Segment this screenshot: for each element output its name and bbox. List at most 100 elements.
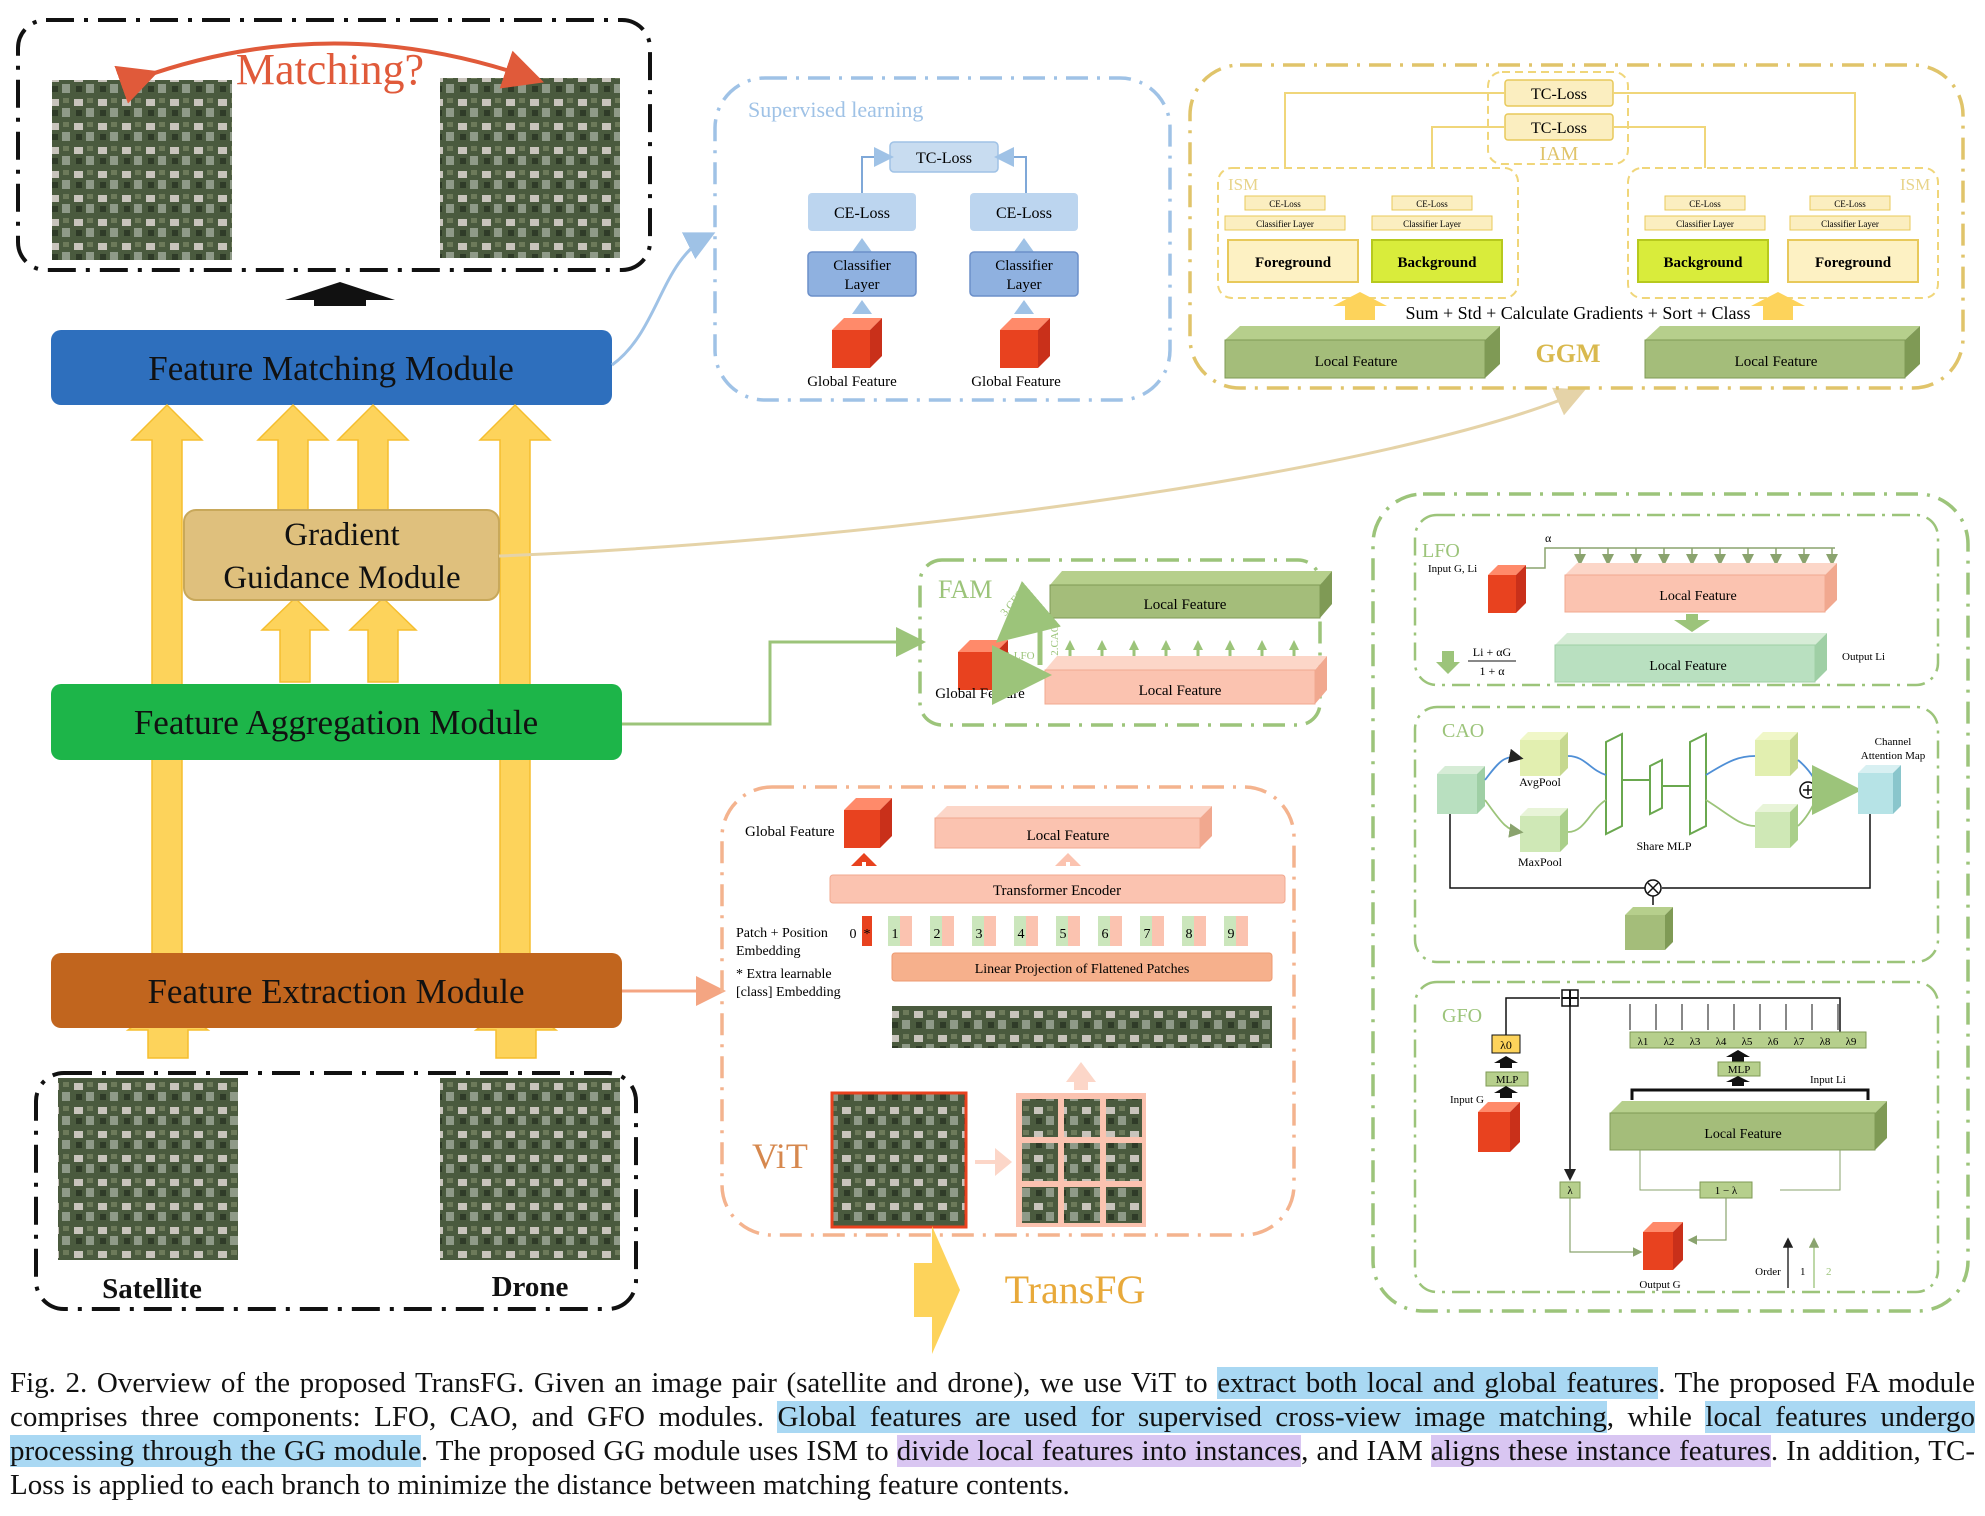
svg-text:4: 4	[1018, 927, 1025, 942]
feature-aggregation-module-label: Feature Aggregation Module	[134, 703, 538, 742]
svg-text:7: 7	[1144, 927, 1151, 942]
one-minus-lambda: 1 − λ	[1715, 1185, 1738, 1197]
caption-highlight-4: divide local features into instances	[896, 1435, 1302, 1467]
classifier-left-2: Layer	[845, 277, 880, 293]
caption-part-1: Fig. 2. Overview of the proposed TransFG…	[10, 1367, 1218, 1399]
classifier-right-1: Classifier	[995, 258, 1053, 274]
global-feature-cube-left	[832, 318, 882, 368]
figure-caption: Fig. 2. Overview of the proposed TransFG…	[10, 1366, 1975, 1502]
cao-label: CAO	[1442, 720, 1484, 742]
vit-global-feature-label: Global Feature	[745, 824, 835, 840]
caption-part-4: . The proposed GG module uses ISM to	[420, 1435, 897, 1467]
svg-text:5: 5	[1060, 927, 1067, 942]
ggm-operation-label: Sum + Std + Calculate Gradients + Sort +…	[1405, 303, 1750, 323]
lfo-local-feature-bottom	[1554, 633, 1827, 683]
channel-label-1: Channel	[1875, 736, 1912, 748]
fam-label: FAM	[938, 575, 992, 604]
ce-loss-right: CE-Loss	[996, 205, 1052, 222]
ggm-tc-loss-bottom: TC-Loss	[1531, 120, 1587, 137]
fam-step-lfo: 1.LFO	[1005, 650, 1034, 662]
feature-extraction-module	[51, 953, 622, 1028]
ggm-cls-4: Classifier Layer	[1821, 219, 1879, 229]
svg-text:2: 2	[934, 927, 941, 942]
ggm-ce-2: CE-Loss	[1416, 199, 1448, 209]
channel-attention-map	[1858, 765, 1901, 814]
feature-matching-module-label: Feature Matching Module	[148, 349, 513, 388]
ggm-local-feature-right	[1644, 326, 1920, 379]
mlp-out-bottom	[1755, 804, 1798, 848]
gfo-input-li: Input Li	[1810, 1074, 1846, 1086]
order-label: Order	[1755, 1266, 1781, 1278]
share-mlp	[1605, 732, 1707, 836]
svg-text:*: *	[864, 927, 871, 942]
svg-text:3: 3	[976, 927, 983, 942]
avgpool-label: AvgPool	[1519, 775, 1561, 789]
vit-global-feature-cube	[844, 798, 892, 848]
ggm-label-line2: Guidance Module	[223, 560, 460, 596]
caption-part-5: , and IAM	[1301, 1435, 1431, 1467]
token-4: 4	[1014, 916, 1038, 946]
lambda-9: λ9	[1846, 1036, 1857, 1048]
gfo-mlp-right: MLP	[1728, 1064, 1751, 1076]
lfo-input: Input G, Li	[1428, 563, 1477, 575]
classifier-left-1: Classifier	[833, 258, 891, 274]
sigma-label: σ	[1825, 784, 1832, 798]
ism-label-left: ISM	[1228, 175, 1258, 194]
supervised-title: Supervised learning	[748, 97, 923, 122]
vit-panel: Global Feature Local Feature Transformer…	[720, 785, 1296, 1354]
ggm-local-feature-left	[1224, 326, 1500, 379]
fam-local-feature-top	[1049, 571, 1332, 619]
svg-text:9: 9	[1228, 927, 1235, 942]
cao-output-block	[1625, 907, 1673, 950]
classifier-right-2: Layer	[1007, 277, 1042, 293]
cao-input-block	[1437, 766, 1485, 814]
svg-text:8: 8	[1186, 927, 1193, 942]
lambda-5: λ5	[1742, 1036, 1753, 1048]
fam-global-feature-label: Global Feature	[935, 686, 1025, 702]
drone-image-top	[440, 78, 620, 258]
ggm-cls-2: Classifier Layer	[1403, 219, 1461, 229]
fam-global-feature-cube	[958, 640, 1008, 690]
patch-position-2: Embedding	[736, 944, 801, 959]
maxpool-block	[1520, 808, 1568, 852]
extra-learnable-2: [class] Embedding	[736, 985, 841, 1000]
lambda-0: λ0	[1500, 1038, 1512, 1052]
svg-text:0: 0	[850, 927, 857, 942]
vit-input-image	[830, 1091, 968, 1229]
gfo-input-g: Input G	[1450, 1094, 1484, 1106]
ggm-label-line1: Gradient	[284, 517, 399, 553]
ggm-panel: TC-Loss TC-Loss IAM ISM ISM CE-Loss Clas…	[1188, 63, 1965, 390]
gfo-local-feature-label: Local Feature	[1704, 1127, 1781, 1142]
gfo-input-cube	[1478, 1102, 1520, 1152]
gfo-label: GFO	[1442, 1005, 1482, 1027]
feature-extraction-module-label: Feature Extraction Module	[147, 972, 524, 1011]
ggm-ce-3: CE-Loss	[1689, 199, 1721, 209]
caption-part-3: , while	[1606, 1401, 1706, 1433]
global-feature-label-left: Global Feature	[807, 374, 897, 390]
token-9: 9	[1224, 916, 1248, 946]
image-patches-grid	[1016, 1093, 1146, 1227]
ggm-tc-loss-top: TC-Loss	[1531, 86, 1587, 103]
drone-image	[440, 1078, 620, 1260]
background-left: Background	[1398, 255, 1478, 271]
foreground-left: Foreground	[1255, 255, 1332, 271]
ggm-ce-4: CE-Loss	[1834, 199, 1866, 209]
token-6: 6	[1098, 916, 1122, 946]
token-7: 7	[1140, 916, 1164, 946]
gfo-output-g: Output G	[1639, 1279, 1680, 1291]
lambda-2: λ2	[1664, 1036, 1675, 1048]
lfo-local-feature-top	[1564, 563, 1837, 613]
token-0: 0 *	[850, 916, 872, 946]
lambda-6: λ6	[1768, 1036, 1779, 1048]
lambda-ticks	[1629, 1004, 1839, 1030]
lfo-local-feature-bottom-label: Local Feature	[1649, 659, 1726, 674]
token-2: 2	[930, 916, 954, 946]
lambda-box: λ	[1567, 1185, 1573, 1197]
svg-text:1: 1	[892, 927, 899, 942]
mlp-out-top	[1755, 732, 1798, 776]
token-3: 3	[972, 916, 996, 946]
ism-label-right: ISM	[1900, 175, 1930, 194]
gfo-local-feature	[1609, 1101, 1887, 1151]
fa-details-panel: LFO Input G, Li α Local Feature	[1371, 492, 1970, 1313]
